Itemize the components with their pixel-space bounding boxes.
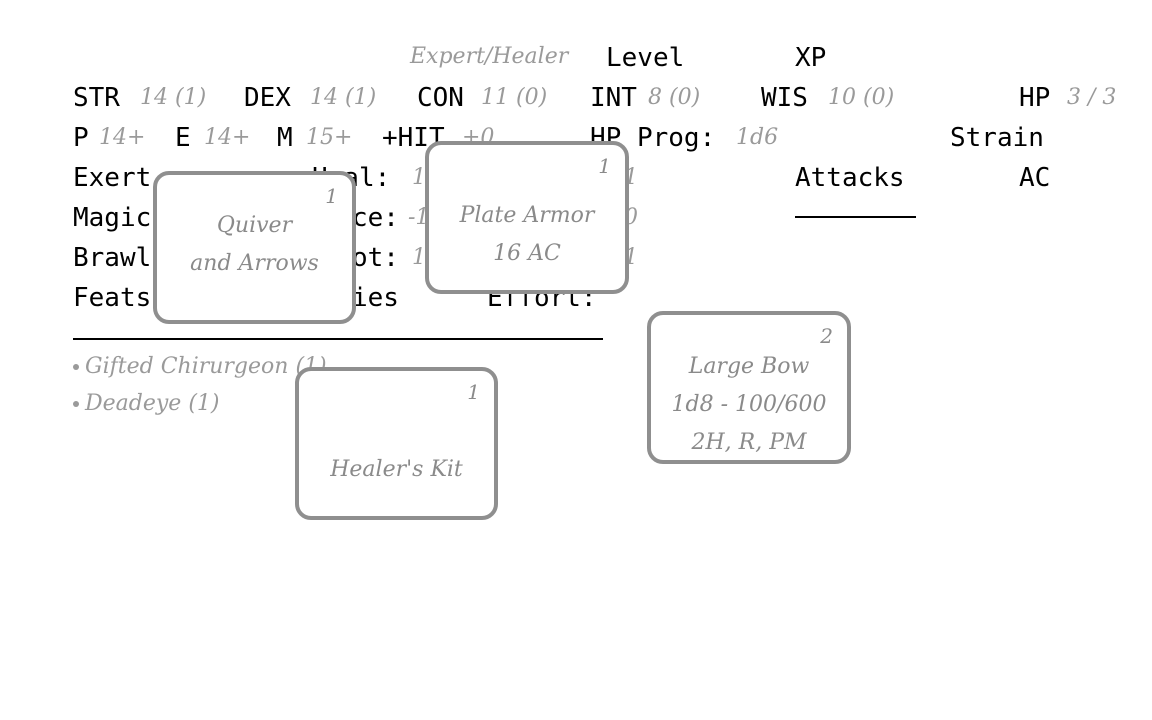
shoot-value: 1 [412,245,426,270]
item-name: Large Bow [688,354,810,379]
attacks-label: Attacks [795,163,905,193]
item-name: Healer's Kit [330,457,463,482]
str-label: STR [73,83,120,113]
notice-label: ce: [352,203,399,233]
item-quantity: 1 [598,154,611,178]
item-quantity: 1 [467,380,480,404]
physical-save-value: 14+ [99,125,146,150]
feat-item: Gifted Chirurgeon (1) [73,352,327,382]
item-quantity: 1 [325,184,338,208]
item-card-large-bow[interactable]: 2 Large Bow 1d8 - 100/600 2H, R, PM [647,311,851,464]
strain-label: Strain [950,123,1044,153]
item-card-healers-kit[interactable]: 1 Healer's Kit [295,367,498,520]
int-label: INT [590,83,637,113]
con-value: 11 (0) [481,85,548,110]
item-card-quiver[interactable]: 1 Quiver and Arrows [153,171,356,324]
class-value: Expert/Healer [410,44,569,69]
abilities-label: ies [352,283,399,313]
wis-value: 10 (0) [828,85,895,110]
feats-divider [73,338,603,340]
item-name: Quiver [216,213,293,238]
mental-save-label: M [277,123,293,153]
item-card-plate-armor[interactable]: 1 Plate Armor 16 AC [425,141,629,294]
notice-value: -1 [408,205,430,230]
con-label: CON [417,83,464,113]
str-value: 14 (1) [140,85,207,110]
bullet-icon [73,401,79,407]
hp-prog-value: 1d6 [736,125,779,150]
hp-value: 3 / 3 [1067,85,1117,110]
level-label: Level [606,43,685,73]
bullet-icon [73,364,79,370]
physical-save-label: P [73,123,89,153]
item-damage-range: 1d8 - 100/600 [671,392,827,417]
ac-label: AC [1019,163,1051,193]
heal-value: 1 [412,165,426,190]
dex-label: DEX [244,83,291,113]
wis-label: WIS [761,83,808,113]
mental-save-value: 15+ [306,125,353,150]
attacks-underline [795,216,916,218]
int-value: 8 (0) [648,85,701,110]
feat-item: Deadeye (1) [73,389,219,419]
exert-label: Exert [73,163,152,193]
feats-label: Feats [73,283,152,313]
item-name: Plate Armor [459,203,595,228]
hp-label: HP [1019,83,1051,113]
magic-label: Magic [73,203,152,233]
evasion-save-label: E [175,123,191,153]
dex-value: 14 (1) [310,85,377,110]
xp-label: XP [795,43,827,73]
evasion-save-value: 14+ [204,125,251,150]
item-tags: 2H, R, PM [691,430,807,455]
item-quantity: 2 [820,324,833,348]
brawl-label: Brawl [73,243,152,273]
shoot-label: ot: [352,243,399,273]
item-name-cont: and Arrows [190,251,319,276]
item-stat: 16 AC [493,241,561,266]
